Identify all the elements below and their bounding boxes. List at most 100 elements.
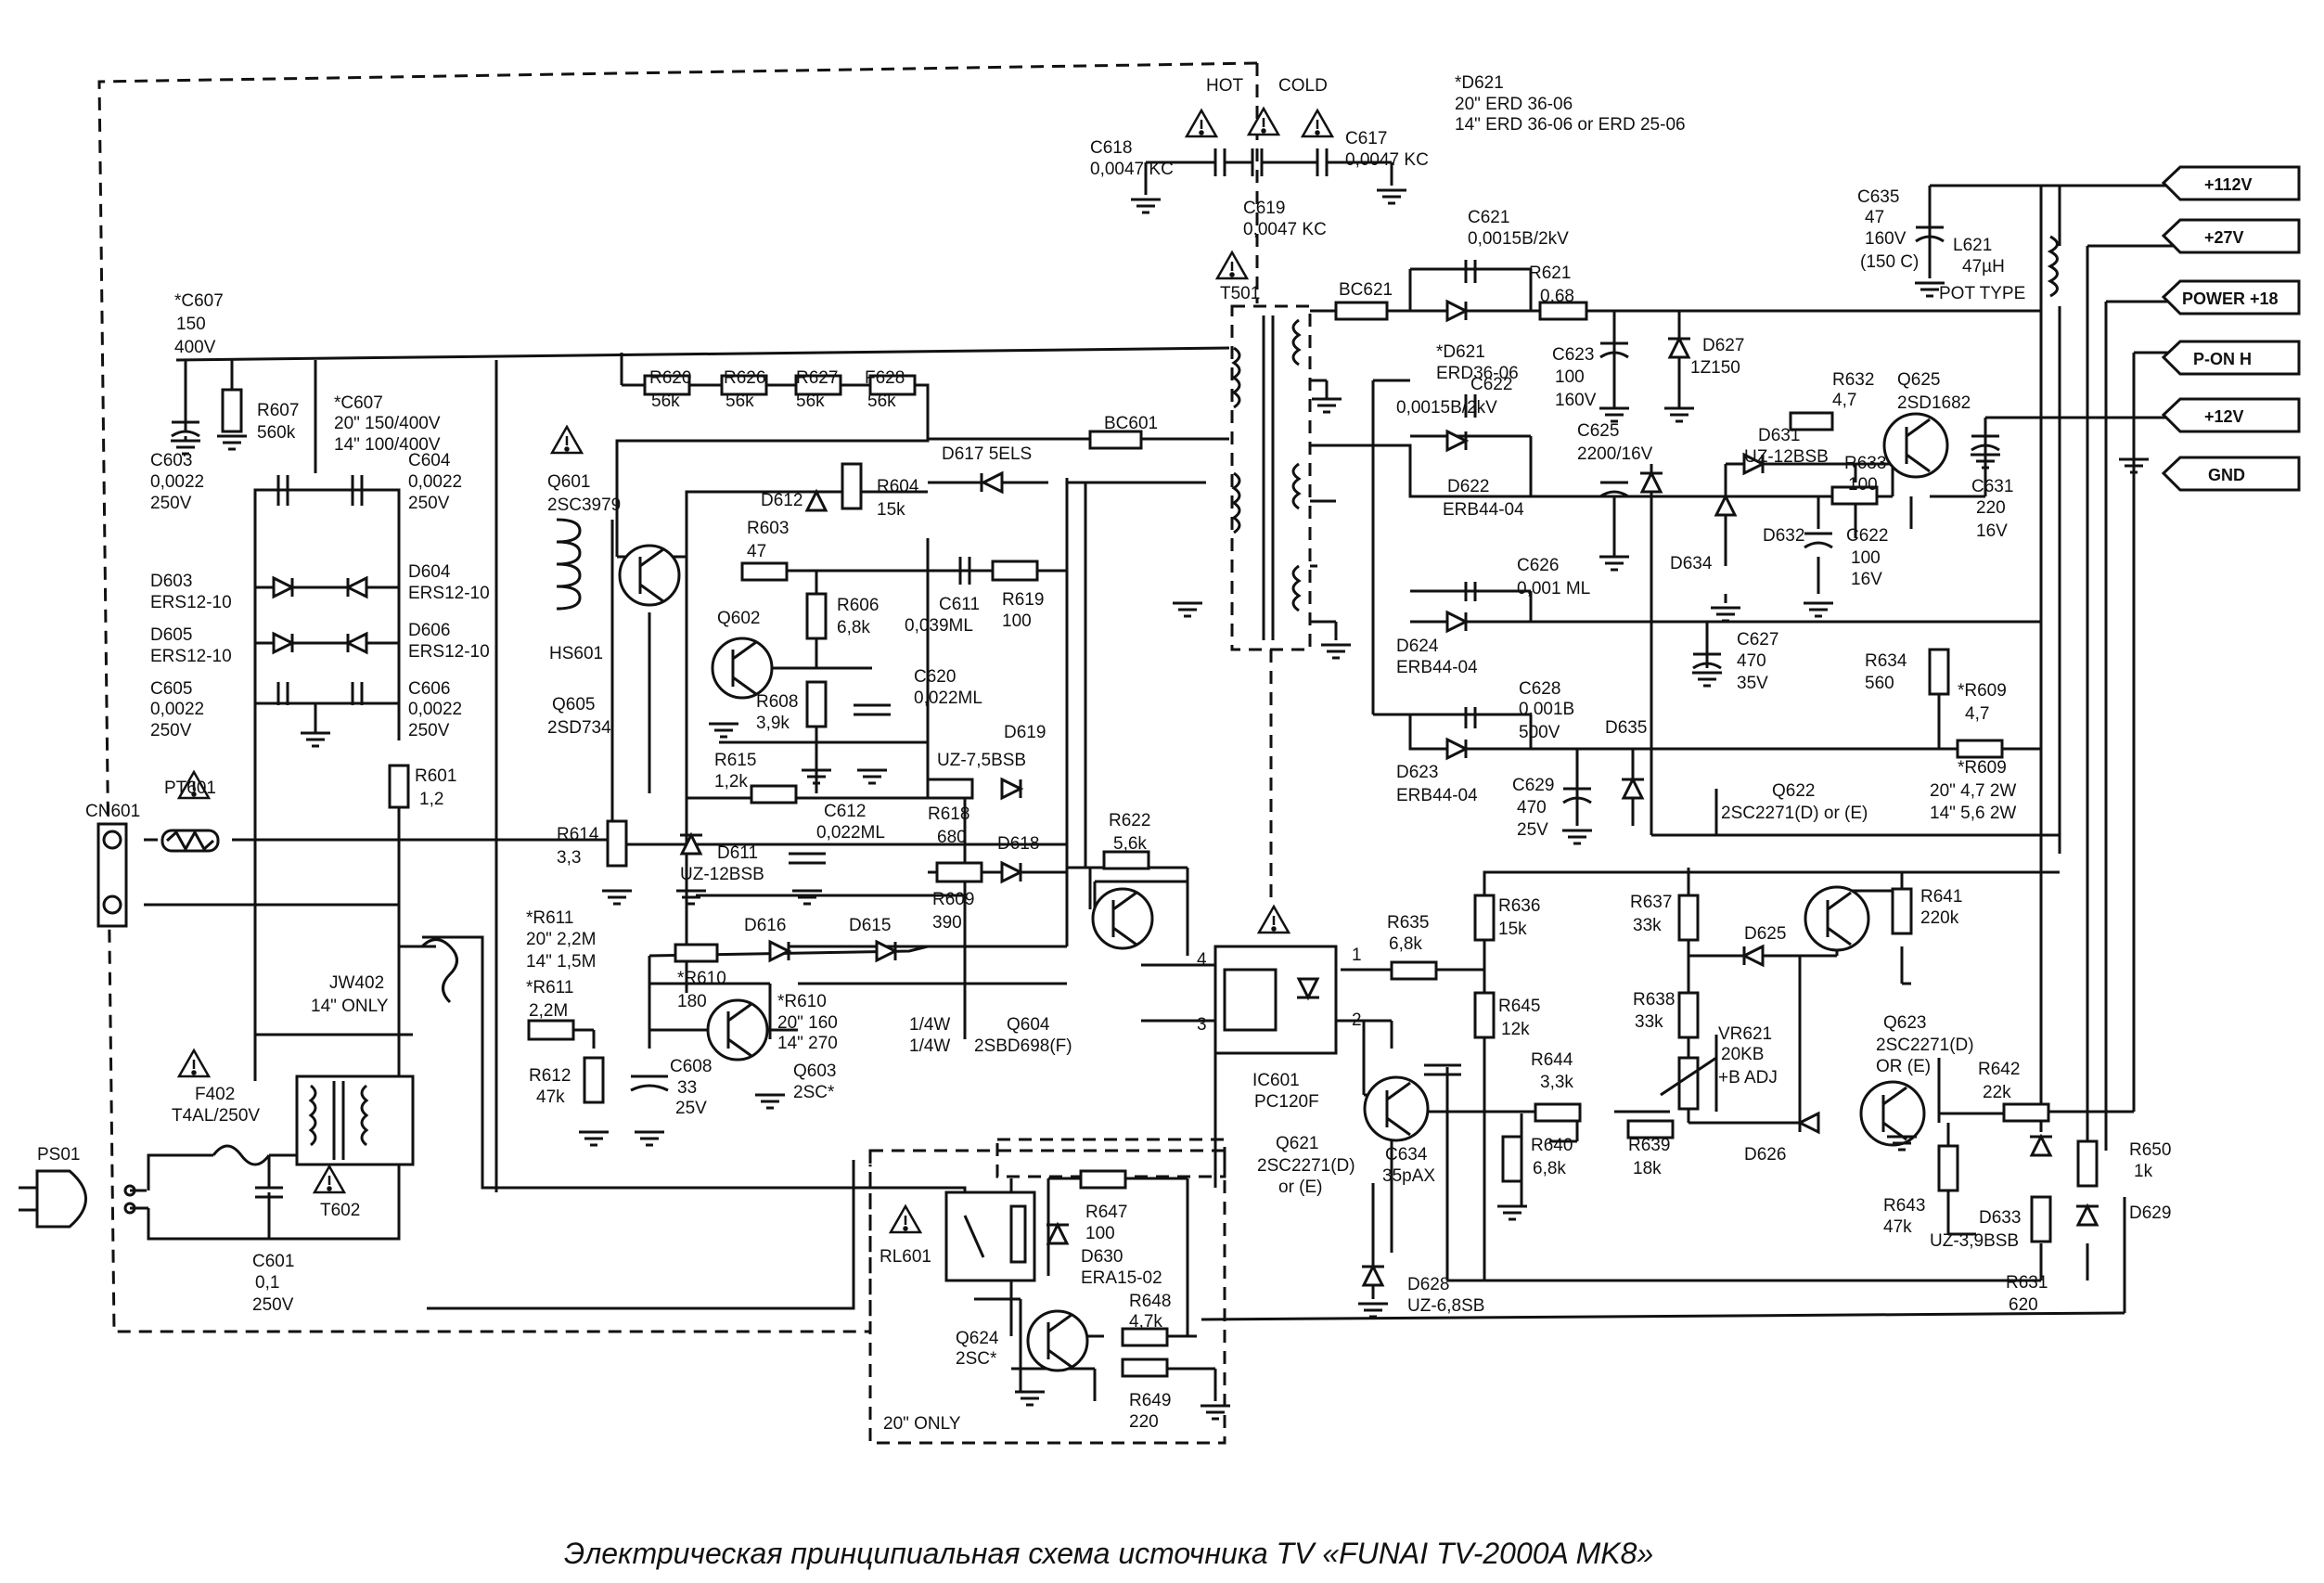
label-r618-val: 680 bbox=[937, 828, 967, 847]
label-c620-val: 0,022ML bbox=[914, 689, 982, 708]
label-r601-val: 1,2 bbox=[419, 790, 443, 809]
label-q603-name: Q603 bbox=[793, 1062, 836, 1081]
label-r644-name: R644 bbox=[1531, 1050, 1573, 1070]
label-c621-val: 0,0015B/2kV bbox=[1468, 229, 1569, 249]
label-r634-val: 560 bbox=[1865, 674, 1894, 693]
label-r609b-val: 4,7 bbox=[1965, 704, 1989, 724]
label-c601-v1: 0,1 bbox=[255, 1273, 279, 1293]
label-q624-val: 2SC* bbox=[956, 1349, 997, 1369]
label-d631-val: UZ-12BSB bbox=[1744, 447, 1829, 467]
label-t501: T501 bbox=[1220, 284, 1260, 303]
label-r620-val: 56k bbox=[651, 392, 680, 411]
label-c608-v1: 33 bbox=[677, 1078, 697, 1098]
label-c622a-name: C622 bbox=[1470, 375, 1512, 394]
label-d622-name: D622 bbox=[1447, 477, 1489, 496]
label-c627-v1: 470 bbox=[1737, 651, 1766, 671]
label-d626: D626 bbox=[1744, 1145, 1786, 1165]
label-q624-name: Q624 bbox=[956, 1329, 999, 1348]
label-r614-val: 3,3 bbox=[557, 848, 581, 868]
label-r641-val: 220k bbox=[1920, 908, 1959, 928]
label-c612-name: C612 bbox=[824, 802, 866, 821]
label-r611a-name: *R611 bbox=[526, 908, 573, 928]
label-r610b-v1: 20" 160 bbox=[777, 1013, 838, 1033]
label-r603-val: 47 bbox=[747, 542, 766, 561]
label-q621-name: Q621 bbox=[1276, 1134, 1318, 1153]
label-d611-val: UZ-12BSB bbox=[680, 865, 764, 884]
label-r628-val: 56k bbox=[867, 392, 896, 411]
output-label-pon: P-ON H bbox=[2193, 350, 2252, 368]
label-c622b-v2: 16V bbox=[1851, 570, 1882, 589]
label-r645-val: 12k bbox=[1501, 1020, 1530, 1039]
output-label-12v: +12V bbox=[2204, 407, 2244, 426]
label-r603-name: R603 bbox=[747, 519, 789, 538]
label-q603-val: 2SC* bbox=[793, 1083, 835, 1102]
label-r637-val: 33k bbox=[1633, 916, 1662, 935]
label-c606-name: C606 bbox=[408, 679, 450, 699]
label-d611-name: D611 bbox=[717, 843, 758, 863]
label-d621-name: *D621 bbox=[1436, 342, 1485, 362]
label-c631-v1: 220 bbox=[1976, 498, 2006, 518]
label-c601-name: C601 bbox=[252, 1252, 294, 1271]
label-r627-name: R627 bbox=[796, 368, 838, 388]
label-r631-val: 620 bbox=[2009, 1295, 2038, 1315]
label-c626-val: 0,001 ML bbox=[1517, 579, 1590, 598]
output-label-power18: POWER +18 bbox=[2182, 290, 2279, 308]
label-c606-v1: 0,0022 bbox=[408, 700, 462, 719]
label-r609a-name: R609 bbox=[932, 890, 974, 909]
label-c606-v2: 250V bbox=[408, 721, 450, 740]
label-c617-name: C617 bbox=[1345, 129, 1387, 148]
label-d619-val: UZ-7,5BSB bbox=[937, 751, 1026, 770]
label-r639-val: 18k bbox=[1633, 1159, 1662, 1178]
label-d623-val: ERB44-04 bbox=[1396, 786, 1478, 805]
label-r609-note1: 20" 4,7 2W bbox=[1930, 781, 2016, 801]
label-d633-name: D633 bbox=[1979, 1208, 2021, 1228]
label-c628-v1: 0,001B bbox=[1519, 700, 1574, 719]
label-c607a-name: *C607 bbox=[174, 291, 224, 311]
label-r601-name: R601 bbox=[415, 766, 456, 786]
label-c601-v2: 250V bbox=[252, 1295, 294, 1315]
label-r649-name: R649 bbox=[1129, 1391, 1171, 1410]
label-c605-name: C605 bbox=[150, 679, 192, 699]
label-ic601-name: IC601 bbox=[1252, 1071, 1300, 1090]
label-r607-name: R607 bbox=[257, 401, 299, 420]
label-r619-val: 100 bbox=[1002, 611, 1032, 631]
label-r637-name: R637 bbox=[1630, 893, 1672, 912]
label-r614-name: R614 bbox=[557, 825, 599, 844]
label-vr621-v1: 20KB bbox=[1721, 1045, 1764, 1064]
label-c603-v1: 0,0022 bbox=[150, 472, 204, 492]
label-c635-v1: 47 bbox=[1865, 208, 1884, 227]
label-c607a-v2: 400V bbox=[174, 338, 216, 357]
label-t602: T602 bbox=[320, 1201, 360, 1220]
label-q622-val: 2SC2271(D) or (E) bbox=[1721, 804, 1868, 823]
label-c620-name: C620 bbox=[914, 667, 956, 687]
label-r610b-p2: 1/4W bbox=[909, 1036, 950, 1056]
label-r638-name: R638 bbox=[1633, 990, 1675, 1010]
schematic-text: HOT COLD +112V +27V POWER +18 P-ON H +12… bbox=[37, 73, 2279, 1570]
label-r604-name: R604 bbox=[877, 477, 919, 496]
label-bc601: BC601 bbox=[1104, 414, 1158, 433]
label-l621-type: POT TYPE bbox=[1939, 284, 2025, 303]
label-f402-name: F402 bbox=[195, 1085, 235, 1104]
label-c631-v2: 16V bbox=[1976, 521, 2008, 541]
label-r633-val: 100 bbox=[1848, 475, 1878, 495]
label-r641-name: R641 bbox=[1920, 887, 1962, 907]
label-r628-name: F628 bbox=[865, 368, 905, 388]
label-d625: D625 bbox=[1744, 924, 1786, 944]
label-c612-val: 0,022ML bbox=[816, 823, 885, 843]
label-r610a-name: *R610 bbox=[677, 969, 726, 988]
label-q605-val: 2SD734 bbox=[547, 718, 611, 738]
label-r636-name: R636 bbox=[1498, 896, 1540, 916]
label-r609a-val: 390 bbox=[932, 913, 962, 933]
label-l621-val: 47µH bbox=[1962, 257, 2005, 277]
label-r649-val: 220 bbox=[1129, 1412, 1159, 1432]
label-r643-name: R643 bbox=[1883, 1196, 1925, 1216]
output-label-112v: +112V bbox=[2204, 175, 2253, 194]
label-hs601: HS601 bbox=[549, 644, 603, 663]
label-d615: D615 bbox=[849, 916, 891, 935]
label-d634: D634 bbox=[1670, 554, 1713, 573]
label-q604-val: 2SBD698(F) bbox=[974, 1036, 1072, 1056]
label-r642-val: 22k bbox=[1983, 1083, 2011, 1102]
label-d629: D629 bbox=[2129, 1203, 2171, 1223]
label-d612: D612 bbox=[761, 491, 802, 510]
